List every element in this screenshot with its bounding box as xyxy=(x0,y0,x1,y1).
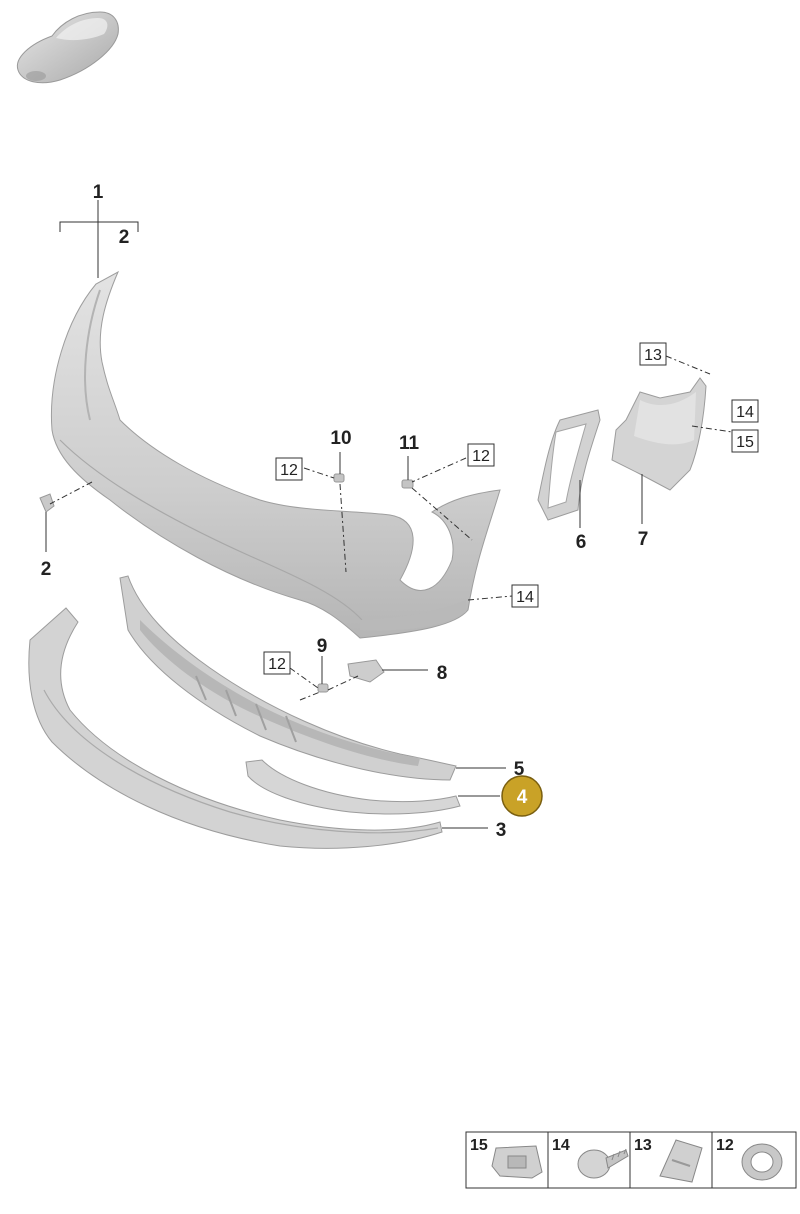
part-8-small-bracket[interactable] xyxy=(347,659,385,683)
screw-icon xyxy=(577,1148,629,1179)
callout-2-left[interactable]: 2 xyxy=(41,559,52,580)
boxed-callout-12-a[interactable]: 12 xyxy=(275,457,303,481)
fastener-legend: 15 14 13 12 xyxy=(465,1131,797,1189)
svg-text:15: 15 xyxy=(470,1137,488,1154)
svg-text:15: 15 xyxy=(736,434,754,451)
boxed-callout-14-b[interactable]: 14 xyxy=(511,584,539,608)
callout-5[interactable]: 5 xyxy=(514,759,525,780)
part-4-trim-strip[interactable] xyxy=(245,759,461,815)
callout-4-highlighted[interactable]: 4 xyxy=(501,775,543,817)
part-6-bracket[interactable] xyxy=(537,409,601,521)
fastener-11[interactable] xyxy=(401,479,414,489)
svg-text:13: 13 xyxy=(644,347,662,364)
legend-cell-15[interactable]: 15 xyxy=(470,1137,543,1179)
svg-text:13: 13 xyxy=(634,1137,652,1154)
callout-8[interactable]: 8 xyxy=(437,663,448,684)
callouts: 1 2 2 10 11 6 7 9 8 5 3 xyxy=(41,182,649,841)
callout-7[interactable]: 7 xyxy=(638,529,649,550)
svg-text:14: 14 xyxy=(516,589,534,606)
svg-text:12: 12 xyxy=(268,656,286,673)
svg-text:14: 14 xyxy=(552,1137,570,1154)
legend-cell-14[interactable]: 14 xyxy=(552,1137,629,1179)
boxed-callout-15[interactable]: 15 xyxy=(731,429,759,453)
boxed-callout-12-b[interactable]: 12 xyxy=(467,443,495,467)
svg-text:12: 12 xyxy=(716,1137,734,1154)
callout-6[interactable]: 6 xyxy=(576,532,587,553)
car-silhouette-icon[interactable] xyxy=(16,11,119,84)
part-2-clip[interactable] xyxy=(39,493,55,513)
callout-2-top[interactable]: 2 xyxy=(119,227,130,248)
callout-11[interactable]: 11 xyxy=(399,433,420,454)
svg-text:12: 12 xyxy=(472,448,490,465)
boxed-callout-14-a[interactable]: 14 xyxy=(731,399,759,423)
grommet-icon xyxy=(741,1143,783,1181)
boxed-callouts: 12 12 12 13 14 15 14 xyxy=(263,342,759,675)
part-1-bumper-cover[interactable] xyxy=(50,270,501,639)
boxed-callout-12-c[interactable]: 12 xyxy=(263,651,291,675)
legend-cell-12[interactable]: 12 xyxy=(716,1137,783,1181)
callout-4[interactable]: 4 xyxy=(517,787,528,808)
leader-lines xyxy=(45,200,733,829)
svg-text:12: 12 xyxy=(280,462,298,479)
callout-9[interactable]: 9 xyxy=(317,636,328,657)
spring-clip-icon xyxy=(659,1139,703,1183)
legend-cell-13[interactable]: 13 xyxy=(634,1137,703,1183)
callout-1[interactable]: 1 xyxy=(93,182,104,203)
callout-10[interactable]: 10 xyxy=(330,428,351,449)
clip-nut-icon xyxy=(491,1145,543,1179)
part-3-lower-spoiler[interactable] xyxy=(28,607,443,849)
part-5-grille[interactable] xyxy=(119,575,457,781)
boxed-callout-13[interactable]: 13 xyxy=(639,342,667,366)
fastener-10[interactable] xyxy=(333,473,345,483)
fastener-9[interactable] xyxy=(317,683,329,693)
callout-3[interactable]: 3 xyxy=(496,820,507,841)
part-7-side-bracket[interactable] xyxy=(611,377,707,491)
svg-text:14: 14 xyxy=(736,404,754,421)
